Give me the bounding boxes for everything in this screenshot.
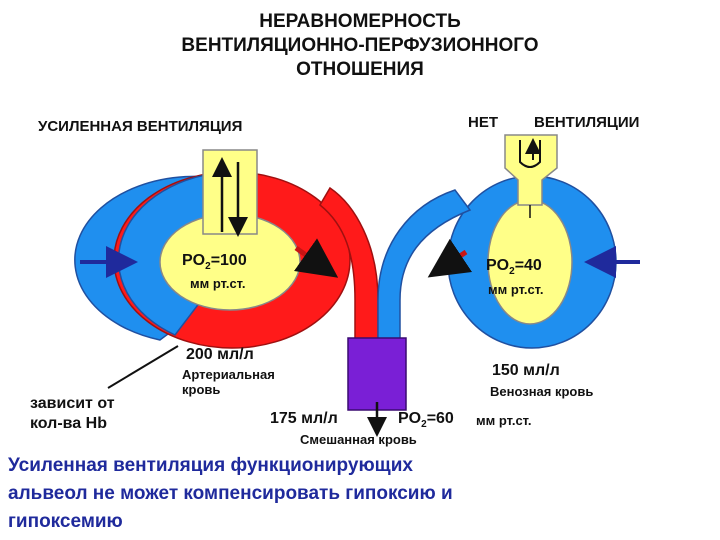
right-heading-b: ВЕНТИЛЯЦИИ: [534, 114, 640, 131]
title-line-1: НЕРАВНОМЕРНОСТЬ: [259, 11, 461, 32]
right-flow: 150 мл/л: [492, 362, 560, 379]
mixed-po2: PO2=60: [398, 410, 454, 431]
mixed-label: Смешанная кровь: [300, 432, 417, 447]
left-heading: УСИЛЕННАЯ ВЕНТИЛЯЦИЯ: [38, 118, 243, 135]
hb-note: зависит от кол-ва Hb: [30, 394, 115, 434]
conclusion-line-1: Усиленная вентиляция функционирующих: [8, 455, 413, 476]
conclusion-text: Усиленная вентиляция функционирующих аль…: [8, 452, 714, 536]
arterial-label-line-1: Артериальная: [182, 367, 275, 382]
right-po2: PO2=40: [486, 257, 542, 278]
left-po2: PO2=100: [182, 252, 247, 273]
title-line-2: ВЕНТИЛЯЦИОННО-ПЕРФУЗИОННОГО: [181, 35, 539, 56]
mixed-blood-vessel: [347, 337, 407, 411]
venous-label: Венозная кровь: [490, 384, 594, 399]
left-airway: [202, 149, 258, 235]
left-flow: 200 мл/л: [186, 346, 254, 363]
venous-flow-arrow: [427, 238, 473, 278]
venous-outflow: [377, 189, 472, 341]
conclusion-line-3: гипоксемию: [8, 511, 123, 532]
hb-pointer-line: [107, 345, 179, 389]
mixed-flow: 175 мл/л: [270, 410, 338, 427]
title-line-3: ОТНОШЕНИЯ: [296, 59, 424, 80]
hb-note-line-2: кол-ва Hb: [30, 415, 107, 432]
right-capillary: [377, 134, 640, 349]
hb-note-line-1: зависит от: [30, 395, 115, 412]
page-title: НЕРАВНОМЕРНОСТЬ ВЕНТИЛЯЦИОННО-ПЕРФУЗИОНН…: [0, 10, 720, 82]
right-po2-unit: мм рт.ст.: [488, 282, 544, 297]
right-heading-a: НЕТ: [468, 114, 498, 131]
left-po2-unit: мм рт.ст.: [190, 276, 246, 291]
arterial-flow-arrow: [293, 238, 339, 278]
right-airway: [504, 134, 558, 206]
arterial-label-line-2: кровь: [182, 382, 221, 397]
arterial-label: Артериальная кровь: [182, 367, 275, 397]
mixed-po2-unit: мм рт.ст.: [476, 413, 532, 428]
conclusion-line-2: альвеол не может компенсировать гипоксию…: [8, 483, 453, 504]
left-capillary: [74, 149, 379, 349]
